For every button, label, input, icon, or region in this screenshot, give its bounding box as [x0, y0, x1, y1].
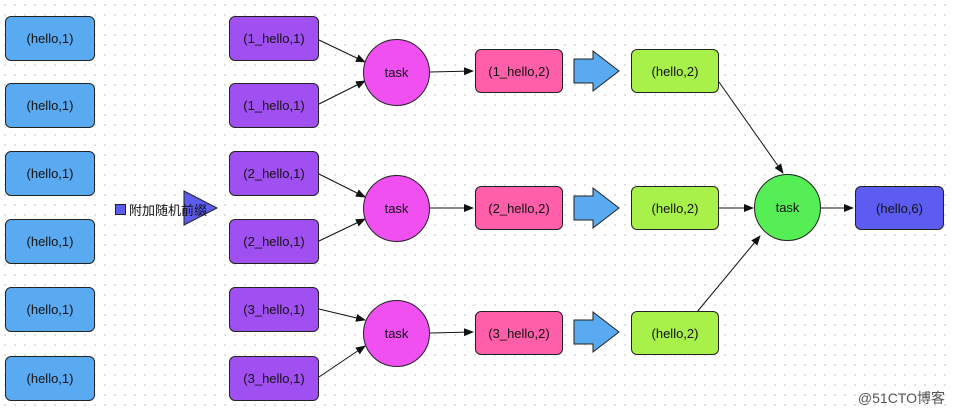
- edge-prefixed-4-task-2: [318, 218, 366, 242]
- source-node: (hello,1): [5, 219, 95, 264]
- edge-task-3-partial-3: [429, 328, 474, 337]
- block-arrow-3: [573, 310, 620, 354]
- prefixed-node: (2_hello,1): [229, 151, 319, 196]
- source-node: (hello,1): [5, 16, 95, 61]
- partial-result-node: (3_hello,2): [475, 311, 563, 355]
- stripped-result-node: (hello,2): [631, 49, 719, 93]
- stripped-result-node: (hello,2): [631, 186, 719, 230]
- prefix-step-label: 附加随机前缀: [115, 201, 208, 218]
- edge-prefixed-1-task-1: [318, 39, 366, 63]
- source-node: (hello,1): [5, 287, 95, 332]
- source-node: (hello,1): [5, 83, 95, 128]
- edge-prefixed-3-task-2: [318, 173, 366, 198]
- watermark: @51CTO博客: [857, 390, 945, 406]
- source-node: (hello,1): [5, 151, 95, 196]
- block-arrow-2: [573, 186, 620, 230]
- task-node: task: [363, 300, 430, 367]
- prefix-step-text: 附加随机前缀: [129, 202, 208, 218]
- edge-task-1-partial-1: [429, 67, 474, 76]
- edge-prefixed-2-task-1: [318, 80, 366, 105]
- block-arrow-1: [573, 49, 620, 93]
- edge-stripped-3-final-task: [696, 235, 761, 313]
- edge-prefixed-6-task-3: [318, 345, 366, 378]
- partial-result-node: (1_hello,2): [475, 49, 563, 93]
- task-node: task: [363, 39, 430, 106]
- prefix-arrow-icon: [183, 190, 219, 226]
- stripped-result-node: (hello,2): [631, 311, 719, 355]
- task-node: task: [363, 175, 430, 242]
- edge-stripped-1-final-task: [718, 81, 784, 174]
- prefix-square-icon: [115, 203, 126, 215]
- prefixed-node: (2_hello,1): [229, 219, 319, 264]
- prefixed-node: (1_hello,1): [229, 16, 319, 61]
- edge-prefixed-5-task-3: [318, 308, 366, 322]
- final-result-node: (hello,6): [855, 186, 944, 230]
- prefixed-node: (1_hello,1): [229, 83, 319, 128]
- prefixed-node: (3_hello,1): [229, 356, 319, 401]
- source-node: (hello,1): [5, 356, 95, 401]
- prefixed-node: (3_hello,1): [229, 287, 319, 332]
- final-task-node: task: [754, 174, 821, 241]
- partial-result-node: (2_hello,2): [475, 186, 563, 230]
